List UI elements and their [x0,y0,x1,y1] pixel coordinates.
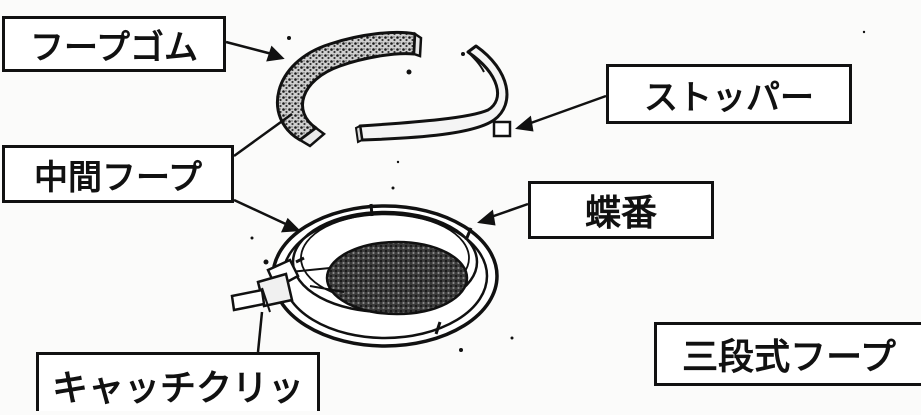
label-middle-hoop: 中間フープ [2,145,234,203]
label-hinge: 蝶番 [528,181,714,239]
hinge-marks [295,203,473,335]
label-hoop-rubber: フープゴム [2,16,226,72]
diagram-title: 三段式フープ [654,322,921,386]
ring-assembly [230,203,499,348]
hoop-rubber-part [275,31,423,148]
stopper-part [354,44,512,144]
leader-lines [225,40,607,353]
label-stopper: ストッパー [606,64,852,124]
scan-specks [250,30,866,352]
catch-clip-part [230,258,300,313]
label-catch-clip: キャッチクリッ [36,352,320,411]
